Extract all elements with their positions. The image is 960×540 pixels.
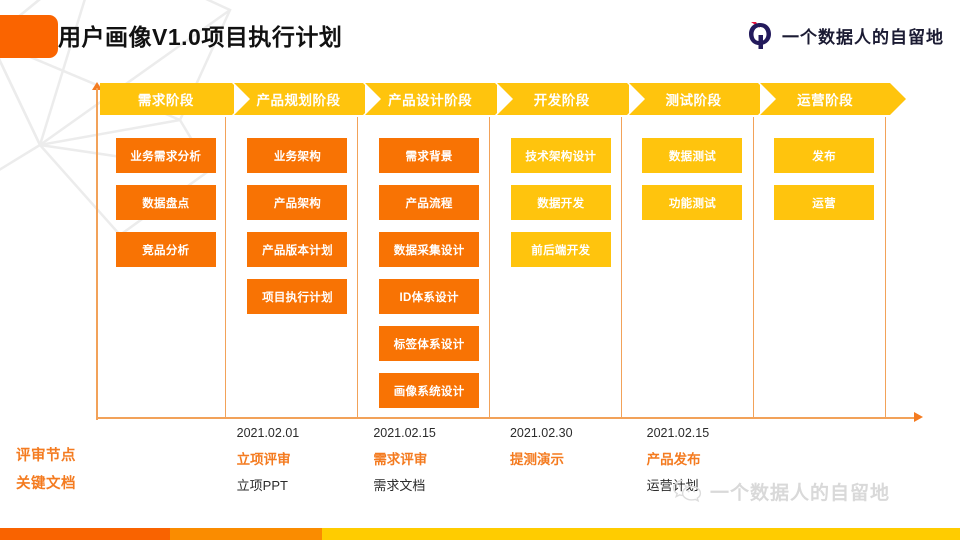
phase-label: 运营阶段 [797, 93, 854, 108]
title-accent-chip [0, 15, 58, 58]
milestone-column-2: 2021.02.01 立项评审立项PPT [237, 426, 374, 506]
phase-label: 开发阶段 [533, 93, 590, 108]
column-separator [357, 117, 358, 417]
task-column-3: 需求背景产品流程数据采集设计 ID体系设计标签体系设计画像系统设计 [363, 138, 495, 408]
milestone-name: 立项评审 [236, 452, 291, 467]
milestone-document: 需求文档 [373, 478, 426, 493]
milestone-column-3: 2021.02.15 需求评审需求文档 [373, 426, 510, 506]
task-column-5: 数据测试功能测试 [627, 138, 759, 408]
milestone-name: 产品发布 [646, 452, 701, 467]
phase-chevron-3[interactable]: 产品设计阶段 [365, 83, 511, 115]
task-box[interactable]: 竞品分析 [115, 232, 216, 267]
task-box[interactable]: 产品架构 [247, 185, 348, 220]
task-box[interactable]: 标签体系设计 [379, 326, 480, 361]
task-box[interactable]: 业务架构 [247, 138, 348, 173]
milestone-column-6 [783, 426, 920, 506]
phase-label: 产品规划阶段 [256, 93, 341, 108]
task-box[interactable]: 发布 [774, 138, 875, 173]
milestone-document: 立项PPT [236, 478, 288, 493]
task-box[interactable]: 数据盘点 [115, 185, 216, 220]
phase-chevron-strip: 需求阶段 产品规划阶段 产品设计阶段 开发阶段 测试阶段 运营阶段 [100, 83, 906, 115]
phase-label: 测试阶段 [665, 93, 722, 108]
vertical-axis-arrow-icon [92, 82, 102, 90]
bottom-bar-segment-2 [170, 528, 322, 540]
task-box[interactable]: 数据开发 [510, 185, 611, 220]
bottom-bar-segment-1 [0, 528, 170, 540]
task-box[interactable]: 运营 [774, 185, 875, 220]
column-separator [621, 117, 622, 417]
phase-chevron-1[interactable]: 需求阶段 [100, 83, 248, 115]
task-box[interactable]: 数据测试 [642, 138, 743, 173]
horizontal-axis-line [96, 417, 916, 419]
column-separator [225, 117, 226, 417]
task-box[interactable]: ID体系设计 [379, 279, 480, 314]
horizontal-axis-arrow-icon [914, 412, 923, 422]
review-node-label: 评审节点 [16, 448, 76, 464]
task-box[interactable]: 产品流程 [379, 185, 480, 220]
task-box[interactable]: 技术架构设计 [510, 138, 611, 173]
task-box[interactable]: 产品版本计划 [247, 232, 348, 267]
task-box[interactable]: 前后端开发 [510, 232, 611, 267]
phase-chevron-5[interactable]: 测试阶段 [628, 83, 774, 115]
bottom-bar-segment-3 [322, 528, 960, 540]
milestone-column-5: 2021.02.15 产品发布运营计划 [647, 426, 784, 506]
task-columns: 业务需求分析数据盘点竞品分析业务架构产品架构产品版本计划项目执行计划需求背景产品… [100, 138, 890, 408]
phase-chevron-6[interactable]: 运营阶段 [760, 83, 906, 115]
phase-chevron-2[interactable]: 产品规划阶段 [233, 83, 379, 115]
column-separator [489, 117, 490, 417]
milestone-column-4: 2021.02.30 提测演示 [510, 426, 647, 506]
bottom-color-bar [0, 528, 960, 540]
q-logo-icon [747, 20, 773, 50]
task-box[interactable]: 画像系统设计 [379, 373, 480, 408]
phase-label: 产品设计阶段 [388, 93, 473, 108]
task-box[interactable]: 功能测试 [642, 185, 743, 220]
milestone-date: 2021.02.15 [646, 426, 710, 440]
phase-chevron-4[interactable]: 开发阶段 [496, 83, 643, 115]
milestone-date: 2021.02.30 [509, 426, 573, 440]
phase-label: 需求阶段 [137, 93, 194, 108]
milestone-name: 需求评审 [373, 452, 428, 467]
milestone-column-1 [100, 426, 237, 506]
key-document-label: 关键文档 [16, 476, 76, 492]
milestone-date: 2021.02.15 [373, 426, 436, 440]
task-box[interactable]: 项目执行计划 [247, 279, 348, 314]
task-column-2: 业务架构产品架构产品版本计划项目执行计划 [232, 138, 364, 408]
page-title: 用户画像V1.0项目执行计划 [58, 24, 343, 50]
milestone-date: 2021.02.01 [236, 426, 300, 440]
brand-logo: 一个数据人的自留地 [747, 18, 944, 52]
task-column-4: 技术架构设计数据开发前后端开发 [495, 138, 627, 408]
column-separator [885, 117, 886, 417]
brand-name: 一个数据人的自留地 [782, 27, 944, 47]
column-separator [753, 117, 754, 417]
task-box[interactable]: 数据采集设计 [379, 232, 480, 267]
milestone-document: 运营计划 [646, 478, 699, 493]
task-column-1: 业务需求分析数据盘点竞品分析 [100, 138, 232, 408]
task-column-6: 发布运营 [758, 138, 890, 408]
task-box[interactable]: 需求背景 [379, 138, 480, 173]
vertical-axis-line [96, 88, 98, 420]
milestone-name: 提测演示 [509, 452, 564, 467]
task-box[interactable]: 业务需求分析 [115, 138, 216, 173]
